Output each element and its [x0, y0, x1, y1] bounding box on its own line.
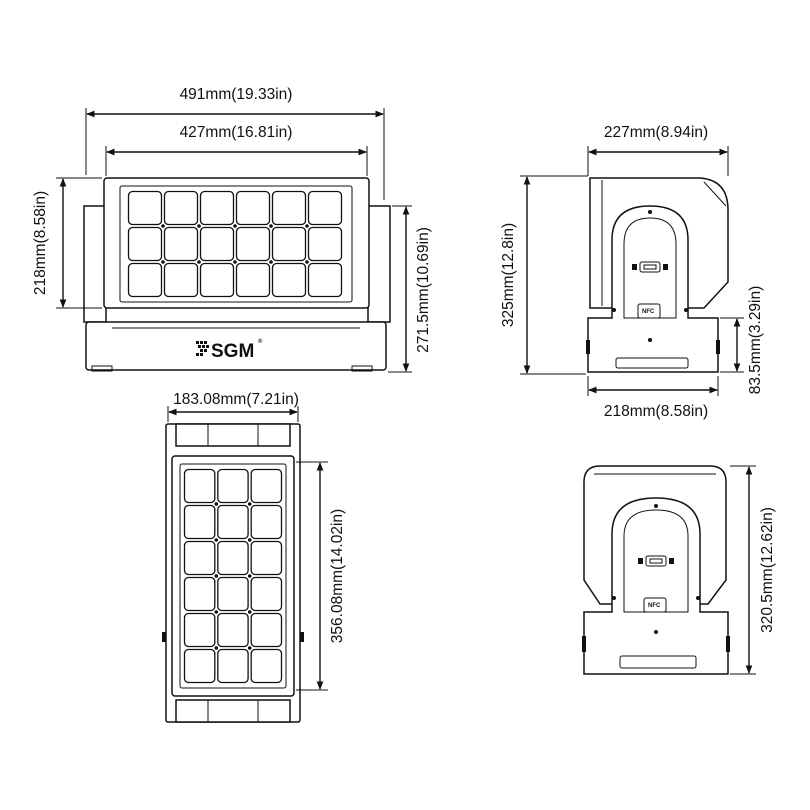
front-yoke-left [83, 205, 107, 323]
dim-side-base-width: 218mm(8.58in) [604, 403, 708, 420]
top-led-grid [183, 468, 283, 684]
top-led-cell [250, 540, 283, 576]
side-nfc-badge [637, 303, 661, 319]
side-view: NFC 227mm(8.94in) 325mm(12.8in) 218mm(8.… [500, 124, 764, 420]
front-led-cell [199, 190, 235, 226]
top-led-cell [217, 648, 249, 684]
front-led-cell [127, 226, 163, 262]
front-led-cell [199, 262, 235, 298]
front-led-grid [127, 190, 343, 298]
top-grid-dot [247, 646, 252, 650]
front-led-cell [163, 190, 199, 226]
front-led-cell [271, 226, 307, 262]
top-led-cell [217, 504, 249, 540]
rear-view: NFC 320.5mm(12.62in) [582, 465, 776, 675]
top-led-cell [217, 540, 249, 576]
top-led-cell [183, 612, 216, 648]
front-led-cell [163, 226, 199, 262]
top-led-cell [183, 504, 216, 540]
top-grid-dot [247, 502, 252, 506]
front-grid-dot [161, 260, 165, 264]
dim-front-panel-height: 218mm(8.58in) [32, 191, 49, 295]
top-grid-dot [247, 610, 252, 614]
front-view: SGM ® 491mm(19.33in) 427mm(16.81in) 218m… [32, 86, 432, 373]
front-grid-dot [197, 260, 201, 264]
dim-rear-height: 320.5mm(12.62in) [759, 507, 776, 633]
front-led-cell [235, 190, 271, 226]
top-led-cell [250, 576, 283, 612]
front-grid-dot [233, 224, 237, 228]
dim-side-top-width: 227mm(8.94in) [604, 124, 708, 141]
dim-top-length: 356.08mm(14.02in) [329, 509, 346, 643]
top-grid-dot [214, 646, 219, 650]
front-led-cell [127, 190, 163, 226]
front-led-cell [127, 262, 163, 298]
top-led-cell [250, 504, 283, 540]
front-led-cell [163, 262, 199, 298]
top-led-cell [250, 648, 283, 684]
dim-side-height: 325mm(12.8in) [500, 223, 517, 327]
front-grid-dot [269, 260, 273, 264]
top-led-cell [217, 576, 249, 612]
dim-front-panel-width: 427mm(16.81in) [180, 124, 293, 141]
top-led-cell [250, 612, 283, 648]
side-nfc-label: NFC [642, 309, 655, 315]
top-grid-dot [214, 502, 219, 506]
top-view: 183.08mm(7.21in) 356.08mm(14.02in) [162, 391, 346, 723]
top-grid-dot [214, 538, 219, 542]
top-led-cell [217, 468, 249, 504]
top-led-cell [183, 576, 216, 612]
top-led-cell [183, 540, 216, 576]
front-base [85, 321, 387, 371]
front-led-cell [271, 262, 307, 298]
sgm-logo: SGM ® [196, 338, 263, 362]
front-grid-dot [305, 224, 309, 228]
rear-nfc-label: NFC [648, 603, 661, 609]
top-led-cell [217, 612, 249, 648]
top-end-cap [175, 423, 291, 447]
front-led-cell [307, 226, 343, 262]
dim-front-total-height: 271.5mm(10.69in) [415, 227, 432, 353]
logo-text: SGM [211, 341, 254, 362]
trademark-symbol: ® [258, 338, 263, 345]
rear-nfc-badge [643, 597, 667, 613]
front-grid-dot [269, 224, 273, 228]
top-grid-dot [214, 574, 219, 578]
front-grid-dot [233, 260, 237, 264]
front-grid-dot [197, 224, 201, 228]
dim-side-base-height: 83.5mm(3.29in) [747, 286, 764, 395]
front-led-cell [307, 190, 343, 226]
top-grid-dot [247, 574, 252, 578]
front-led-cell [307, 262, 343, 298]
front-grid-dot [161, 224, 165, 228]
front-led-cell [235, 226, 271, 262]
top-led-cell [250, 468, 283, 504]
top-led-cell [183, 648, 216, 684]
top-grid-dot [247, 538, 252, 542]
dim-front-total-width: 491mm(19.33in) [180, 86, 293, 103]
dim-top-width: 183.08mm(7.21in) [173, 391, 299, 408]
front-led-cell [235, 262, 271, 298]
side-yoke [587, 205, 719, 373]
front-led-cell [199, 226, 235, 262]
front-led-cell [271, 190, 307, 226]
front-yoke-right [367, 205, 391, 323]
front-grid-dot [305, 260, 309, 264]
top-grid-dot [214, 610, 219, 614]
top-led-cell [183, 468, 216, 504]
rear-yoke [583, 497, 729, 675]
